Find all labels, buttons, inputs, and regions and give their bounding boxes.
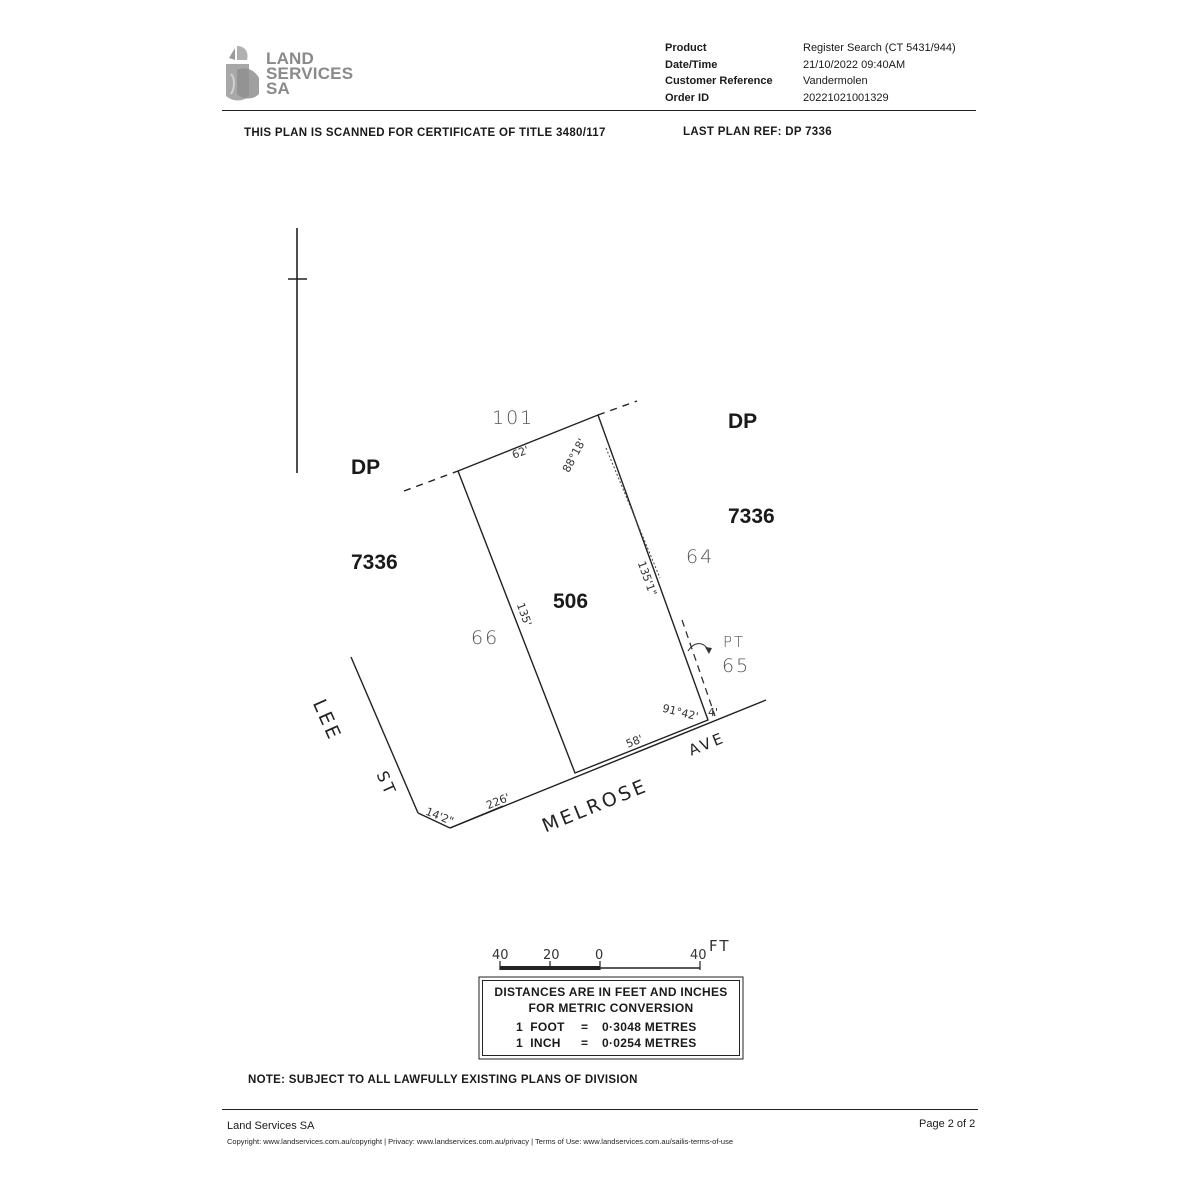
certificate-note: THIS PLAN IS SCANNED FOR CERTIFICATE OF … [244,127,606,139]
footer-rule [222,1109,978,1110]
conversion-inch-eq: = [581,1036,589,1050]
meta-row-datetime: Date/Time 21/10/2022 09:40AM [665,57,985,74]
leaf-logo-icon [226,46,259,101]
lee-st-line [350,656,419,814]
scale-tick-label: 0 [595,948,604,963]
boundary-dashed-right [597,400,638,416]
lot-right-label: 64 [686,546,715,568]
lot-left-label: 66 [471,627,500,649]
logo-line-1: LAND [266,49,315,68]
pt65-arrow-head [705,647,712,654]
allotment-number: 506 [553,590,589,613]
meta-label: Order ID [665,91,710,104]
scale-unit: FT [709,937,731,955]
lot-top-label: 101 [492,407,535,429]
conversion-inch-unit: 1 INCH [516,1036,561,1050]
scale-tick-label: 20 [543,948,560,963]
scale-tick-label: 40 [690,948,707,963]
encroachment-dotted-line [605,447,661,579]
meta-value: Register Search (CT 5431/944) [803,42,956,54]
footer-page: Page 2 of 2 [919,1118,976,1130]
pt-label: PT [723,633,746,651]
meta-value: 20221021001329 [803,91,889,104]
meta-label: Date/Time [665,58,718,71]
last-plan-ref: LAST PLAN REF: DP 7336 [683,126,832,138]
conversion-foot-value: 0·3048 METRES [602,1020,697,1034]
logo-line-2: SERVICES [266,64,354,83]
pt65-dashed-line [681,619,716,717]
dp-left-number: 7336 [351,551,398,574]
conversion-foot-eq: = [581,1020,589,1034]
boundary-dashed-left [403,470,459,492]
meta-value: 21/10/2022 09:40AM [803,58,906,71]
header-rule [222,110,976,111]
pt-number: 65 [722,655,751,677]
allotment-506-boundary [457,414,709,774]
meta-row-product: Product Register Search (CT 5431/944) [665,40,985,57]
melrose-corner-line [449,805,504,829]
dp-right-label: DP [728,410,758,433]
meta-label: Product [665,42,707,54]
metric-conversion-box: DISTANCES ARE IN FEET AND INCHES FOR MET… [482,980,740,1056]
corner-cut-line [417,812,451,829]
dp-right-number: 7336 [728,505,775,528]
logo-line-3: SA [266,79,291,98]
conversion-inch-value: 0·0254 METRES [602,1036,697,1050]
footer-org: Land Services SA [227,1120,315,1132]
footer-links[interactable]: Copyright: www.landservices.com.au/copyr… [227,1137,734,1146]
plans-of-division-note: NOTE: SUBJECT TO ALL LAWFULLY EXISTING P… [248,1074,638,1086]
meta-value: Vandermolen [803,75,868,87]
scale-bar [499,961,701,970]
scale-tick-label: 40 [492,948,509,963]
meta-label: Customer Reference [665,75,773,87]
conversion-line-1: DISTANCES ARE IN FEET AND INCHES [494,985,728,999]
dim-small: 4' [708,706,719,719]
land-services-logo: LAND SERVICES SA [223,44,353,102]
dp-left-label: DP [351,456,381,479]
meta-row-order-id: Order ID 20221021001329 [665,90,985,107]
order-metadata: Product Register Search (CT 5431/944) Da… [665,40,985,106]
conversion-foot-unit: 1 FOOT [516,1020,565,1034]
conversion-line-2: FOR METRIC CONVERSION [528,1001,694,1015]
meta-row-customer-reference: Customer Reference Vandermolen [665,73,985,90]
